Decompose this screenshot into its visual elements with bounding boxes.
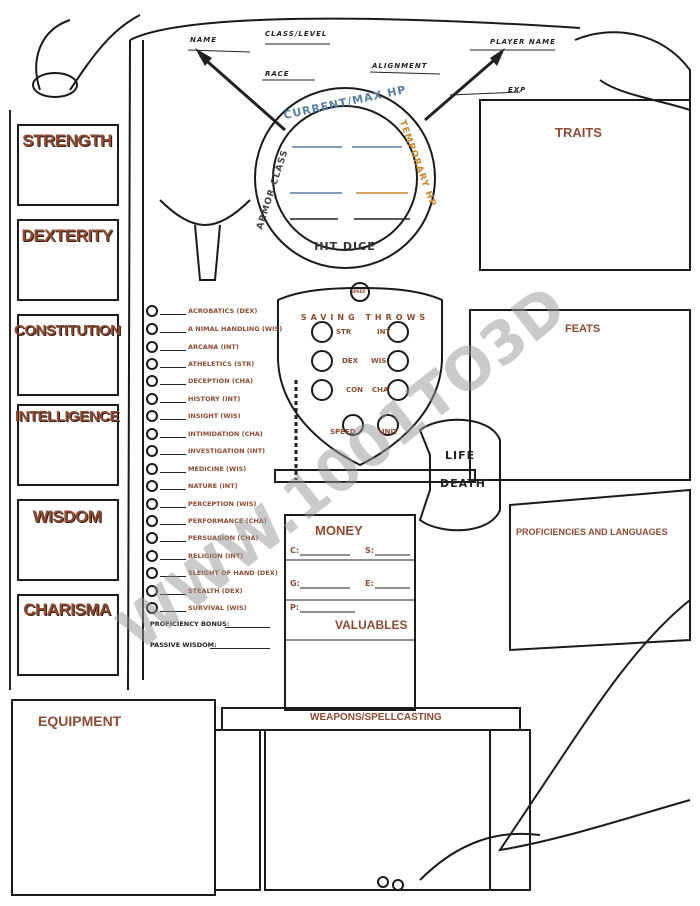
init-label: INIT [382, 428, 398, 436]
life-label: LIFE [445, 449, 476, 462]
skill-row[interactable]: SURVIVAL (WIS) [146, 601, 247, 614]
proficiency-checkbox[interactable] [146, 497, 158, 510]
stat-wisdom: WISDOM [32, 507, 102, 526]
name-label: NAME [190, 36, 218, 44]
skill-row[interactable]: INTIMIDATION (CHA) [146, 427, 263, 440]
proficiency-checkbox[interactable] [146, 549, 158, 562]
skill-label: NATURE (INT) [188, 481, 238, 490]
weapons-spellcasting-title: WEAPONS/SPELLCASTING [310, 712, 442, 723]
race-label: RACE [265, 70, 290, 78]
proficiency-checkbox[interactable] [146, 340, 158, 353]
skill-row[interactable]: RELIGION (INT) [146, 549, 243, 562]
save-cha-label: CHA [372, 386, 389, 394]
proficiency-checkbox[interactable] [146, 479, 158, 492]
skill-row[interactable]: INSIGHT (WIS) [146, 409, 241, 422]
skill-label: PERCEPTION (WIS) [188, 499, 257, 508]
skill-row[interactable]: DECEPTION (CHA) [146, 374, 253, 387]
death-label: DEATH [440, 477, 487, 490]
stat-intelligence: INTELLIGENCE [14, 408, 120, 425]
money-s-label: S: [365, 546, 374, 555]
speed-label: SPEED [330, 428, 356, 436]
passive-wisdom-label: PASSIVE WISDOM: [150, 641, 217, 649]
hit-dice-label: HIT DICE [314, 240, 376, 253]
skill-row[interactable]: STEALTH (DEX) [146, 584, 243, 597]
class-level-label: CLASS/LEVEL [265, 30, 328, 38]
proficiency-checkbox[interactable] [146, 392, 158, 405]
saving-throws-title: SAVING THROWS [300, 313, 430, 322]
proficiency-bonus-label: PROFICIENCY BONUS: [150, 620, 230, 628]
money-c-label: C: [290, 546, 300, 555]
skill-row[interactable]: PERFORMANCE (CHA) [146, 514, 267, 527]
feats-title: FEATS [565, 323, 601, 335]
stat-charisma: CHARISMA [23, 600, 111, 619]
save-wis-label: WIS [371, 357, 387, 365]
skill-row[interactable]: HISTORY (INT) [146, 392, 240, 405]
passive-wisdom-line[interactable] [210, 648, 270, 649]
money-title: MONEY [315, 523, 363, 538]
proficiency-checkbox[interactable] [146, 566, 158, 579]
skill-label: SURVIVAL (WIS) [188, 603, 247, 612]
proficiency-checkbox[interactable] [146, 584, 158, 597]
skill-label: HISTORY (INT) [188, 394, 241, 403]
skill-row[interactable]: PERSUASION (CHA) [146, 531, 259, 544]
skill-label: STEALTH (DEX) [188, 586, 243, 595]
skill-label: MEDICINE (WIS) [188, 464, 247, 473]
skill-row[interactable]: ATHELETICS (STR) [146, 357, 254, 370]
skill-label: PERSUASION (CHA) [188, 533, 259, 542]
proficiency-checkbox[interactable] [146, 409, 158, 422]
proficiency-checkbox[interactable] [146, 374, 158, 387]
valuables-title: VALUABLES [335, 618, 408, 632]
traits-title: TRAITS [555, 125, 602, 140]
proficiency-checkbox[interactable] [146, 322, 158, 335]
skill-label: INSIGHT (WIS) [188, 411, 241, 420]
proficiency-checkbox[interactable] [146, 427, 158, 440]
proficiency-checkbox[interactable] [146, 357, 158, 370]
proficiency-checkbox[interactable] [146, 531, 158, 544]
money-p-label: P: [290, 603, 300, 612]
skill-label: ATHELETICS (STR) [188, 359, 255, 368]
skill-row[interactable]: MEDICINE (WIS) [146, 462, 246, 475]
proficiency-checkbox[interactable] [146, 514, 158, 527]
proficiencies-title: PROFICIENCIES AND LANGUAGES [516, 527, 668, 537]
proficiency-checkbox[interactable] [146, 601, 158, 614]
skill-label: ACROBATICS (DEX) [188, 306, 258, 315]
save-dex-label: DEX [342, 357, 358, 365]
save-str-label: STR [336, 328, 352, 336]
alignment-label: ALIGNMENT [372, 62, 428, 70]
skill-label: INVESTIGATION (INT) [188, 446, 266, 455]
save-con-label: CON [346, 386, 363, 394]
proficiency-checkbox[interactable] [146, 462, 158, 475]
skill-label: A NIMAL HANDLING (WIS) [188, 324, 283, 333]
skill-label: ARCANA (INT) [188, 342, 239, 351]
skill-label: DECEPTION (CHA) [188, 376, 254, 385]
skill-row[interactable]: INVESTIGATION (INT) [146, 444, 265, 457]
skill-row[interactable]: ARCANA (INT) [146, 340, 239, 353]
stat-constitution: CONSTITUTION [14, 322, 121, 339]
skill-row[interactable]: PERCEPTION (WIS) [146, 497, 256, 510]
save-int-label: INT [377, 328, 391, 336]
proficiency-bonus-line[interactable] [225, 627, 270, 628]
player-name-label: PLAYER NAME [490, 38, 556, 46]
skill-row[interactable]: NATURE (INT) [146, 479, 238, 492]
stat-strength: STRENGTH [22, 131, 112, 150]
skill-row[interactable]: ACROBATICS (DEX) [146, 304, 257, 317]
skill-label: RELIGION (INT) [188, 551, 244, 560]
stat-dexterity: DEXTERITY [21, 226, 113, 245]
skill-label: PERFORMANCE (CHA) [188, 516, 267, 525]
proficiency-checkbox[interactable] [146, 304, 158, 317]
equipment-title: EQUIPMENT [38, 713, 122, 729]
skill-row[interactable]: SLEIGHT OF HAND (DEX) [146, 566, 278, 579]
skill-label: INTIMIDATION (CHA) [188, 429, 263, 438]
shield-badge-label: SPEED [351, 289, 366, 294]
skill-label: SLEIGHT OF HAND (DEX) [188, 568, 278, 577]
skill-row[interactable]: A NIMAL HANDLING (WIS) [146, 322, 282, 335]
money-e-label: E: [365, 579, 374, 588]
exp-label: EXP [508, 86, 527, 94]
proficiency-checkbox[interactable] [146, 444, 158, 457]
money-g-label: G: [290, 579, 300, 588]
